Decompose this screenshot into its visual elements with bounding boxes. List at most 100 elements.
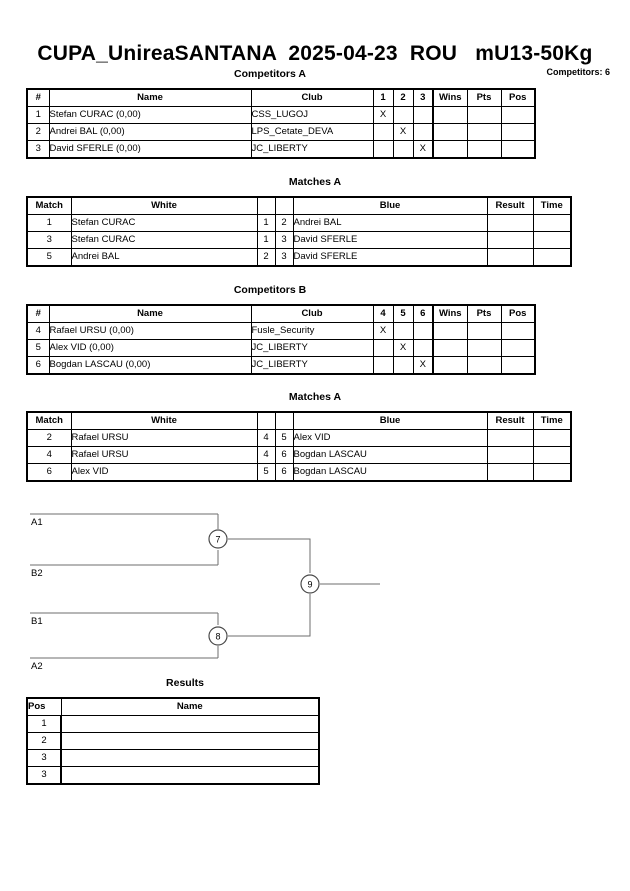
bracket-node-9-label: 9 xyxy=(307,580,312,590)
bracket-seed-a1: A1 xyxy=(31,517,43,528)
cell-blue: David SFERLE xyxy=(292,248,488,267)
cell-num: 1 xyxy=(26,106,50,124)
table-row: 2 xyxy=(26,732,320,750)
col-header-name: Name xyxy=(48,88,252,107)
cell-club: LPS_Cetate_DEVA xyxy=(250,123,374,141)
cell-match: 1 xyxy=(26,214,72,232)
cell-white-num: 4 xyxy=(256,429,276,447)
col-header-cross-4: 4 xyxy=(372,304,394,323)
cell-blue-num: 3 xyxy=(274,231,294,249)
cell-mark: X xyxy=(412,140,434,159)
cell-name: David SFERLE (0,00) xyxy=(48,140,252,159)
cell-match: 2 xyxy=(26,429,72,447)
cell-pos: 1 xyxy=(26,715,62,733)
cell-pos: 3 xyxy=(26,766,62,785)
cell-white-num: 2 xyxy=(256,248,276,267)
bracket-seed-b1: B1 xyxy=(31,616,43,627)
cell-blue: David SFERLE xyxy=(292,231,488,249)
cell-mark xyxy=(392,322,414,340)
cell-pts xyxy=(466,356,502,375)
cell-mark xyxy=(372,123,394,141)
cell-white-num: 5 xyxy=(256,463,276,482)
cell-mark xyxy=(372,140,394,159)
col-header-result: Result xyxy=(486,411,534,430)
bracket-node-9-circle xyxy=(300,574,320,594)
cell-white-num: 4 xyxy=(256,446,276,464)
cell-club: CSS_LUGOJ xyxy=(250,106,374,124)
table-row: 5 Andrei BAL 2 3 David SFERLE xyxy=(26,248,572,267)
col-header-white-num xyxy=(256,196,276,215)
cell-mark: X xyxy=(372,106,394,124)
col-header-name: Name xyxy=(48,304,252,323)
cell-num: 6 xyxy=(26,356,50,375)
col-header-white-num xyxy=(256,411,276,430)
matches-a2-caption: Matches A xyxy=(288,391,342,403)
cell-time xyxy=(532,446,572,464)
cell-white: Andrei BAL xyxy=(70,248,258,267)
competitors-a-caption: Competitors A xyxy=(234,68,306,80)
col-header-blue: Blue xyxy=(292,411,488,430)
cell-blue: Andrei BAL xyxy=(292,214,488,232)
cell-blue: Bogdan LASCAU xyxy=(292,446,488,464)
col-header-time: Time xyxy=(532,196,572,215)
competitors-b-table: # Name Club 4 5 6 Wins Pts Pos 4 Rafael … xyxy=(26,304,536,375)
cell-mark: X xyxy=(392,339,414,357)
col-header-time: Time xyxy=(532,411,572,430)
cell-wins xyxy=(432,123,468,141)
elimination-bracket: 7 8 9 A1 B2 B1 A2 xyxy=(0,498,630,678)
cell-white: Rafael URSU xyxy=(70,446,258,464)
table-row: 1 Stefan CURAC (0,00) CSS_LUGOJ X xyxy=(26,106,536,124)
cell-match: 3 xyxy=(26,231,72,249)
table-header-row: Match White Blue Result Time xyxy=(26,196,572,215)
bracket-node-7-circle xyxy=(208,529,228,549)
cell-name: Bogdan LASCAU (0,00) xyxy=(48,356,252,375)
cell-mark xyxy=(412,322,434,340)
cell-wins xyxy=(432,322,468,340)
col-header-white: White xyxy=(70,411,258,430)
col-header-result: Result xyxy=(486,196,534,215)
cell-result xyxy=(486,429,534,447)
table-row: 1 xyxy=(26,715,320,733)
cell-mark: X xyxy=(392,123,414,141)
cell-result xyxy=(486,463,534,482)
cell-time xyxy=(532,214,572,232)
cell-name xyxy=(60,749,320,767)
results-table: Pos Name 1 2 3 3 xyxy=(26,697,320,785)
cell-pos xyxy=(500,106,536,124)
matches-a1-table: Match White Blue Result Time 1 Stefan CU… xyxy=(26,196,572,267)
table-row: 1 Stefan CURAC 1 2 Andrei BAL xyxy=(26,214,572,232)
bracket-seed-b2: B2 xyxy=(31,568,43,579)
cell-wins xyxy=(432,339,468,357)
cell-name: Stefan CURAC (0,00) xyxy=(48,106,252,124)
table-row: 4 Rafael URSU (0,00) Fusle_Security X xyxy=(26,322,536,340)
cell-time xyxy=(532,231,572,249)
competitors-b-caption: Competitors B xyxy=(233,284,307,296)
cell-mark xyxy=(392,140,414,159)
cell-name: Andrei BAL (0,00) xyxy=(48,123,252,141)
bracket-node-7-label: 7 xyxy=(215,535,220,545)
cell-time xyxy=(532,463,572,482)
cell-mark xyxy=(412,123,434,141)
cell-num: 5 xyxy=(26,339,50,357)
cell-result xyxy=(486,231,534,249)
cell-name xyxy=(60,766,320,785)
col-header-club: Club xyxy=(250,304,374,323)
cell-pts xyxy=(466,322,502,340)
matches-a2-table: Match White Blue Result Time 2 Rafael UR… xyxy=(26,411,572,482)
cell-pos xyxy=(500,322,536,340)
cell-mark xyxy=(412,106,434,124)
cell-mark xyxy=(392,356,414,375)
table-header-row: # Name Club 4 5 6 Wins Pts Pos xyxy=(26,304,536,323)
cell-match: 4 xyxy=(26,446,72,464)
cell-pos xyxy=(500,123,536,141)
cell-num: 2 xyxy=(26,123,50,141)
cell-club: Fusle_Security xyxy=(250,322,374,340)
bracket-line-7-to-9 xyxy=(228,538,311,573)
cell-blue-num: 6 xyxy=(274,446,294,464)
col-header-cross-1: 1 xyxy=(372,88,394,107)
cell-name: Alex VID (0,00) xyxy=(48,339,252,357)
table-row: 2 Andrei BAL (0,00) LPS_Cetate_DEVA X xyxy=(26,123,536,141)
cell-white-num: 1 xyxy=(256,214,276,232)
cell-match: 5 xyxy=(26,248,72,267)
cell-mark xyxy=(372,339,394,357)
